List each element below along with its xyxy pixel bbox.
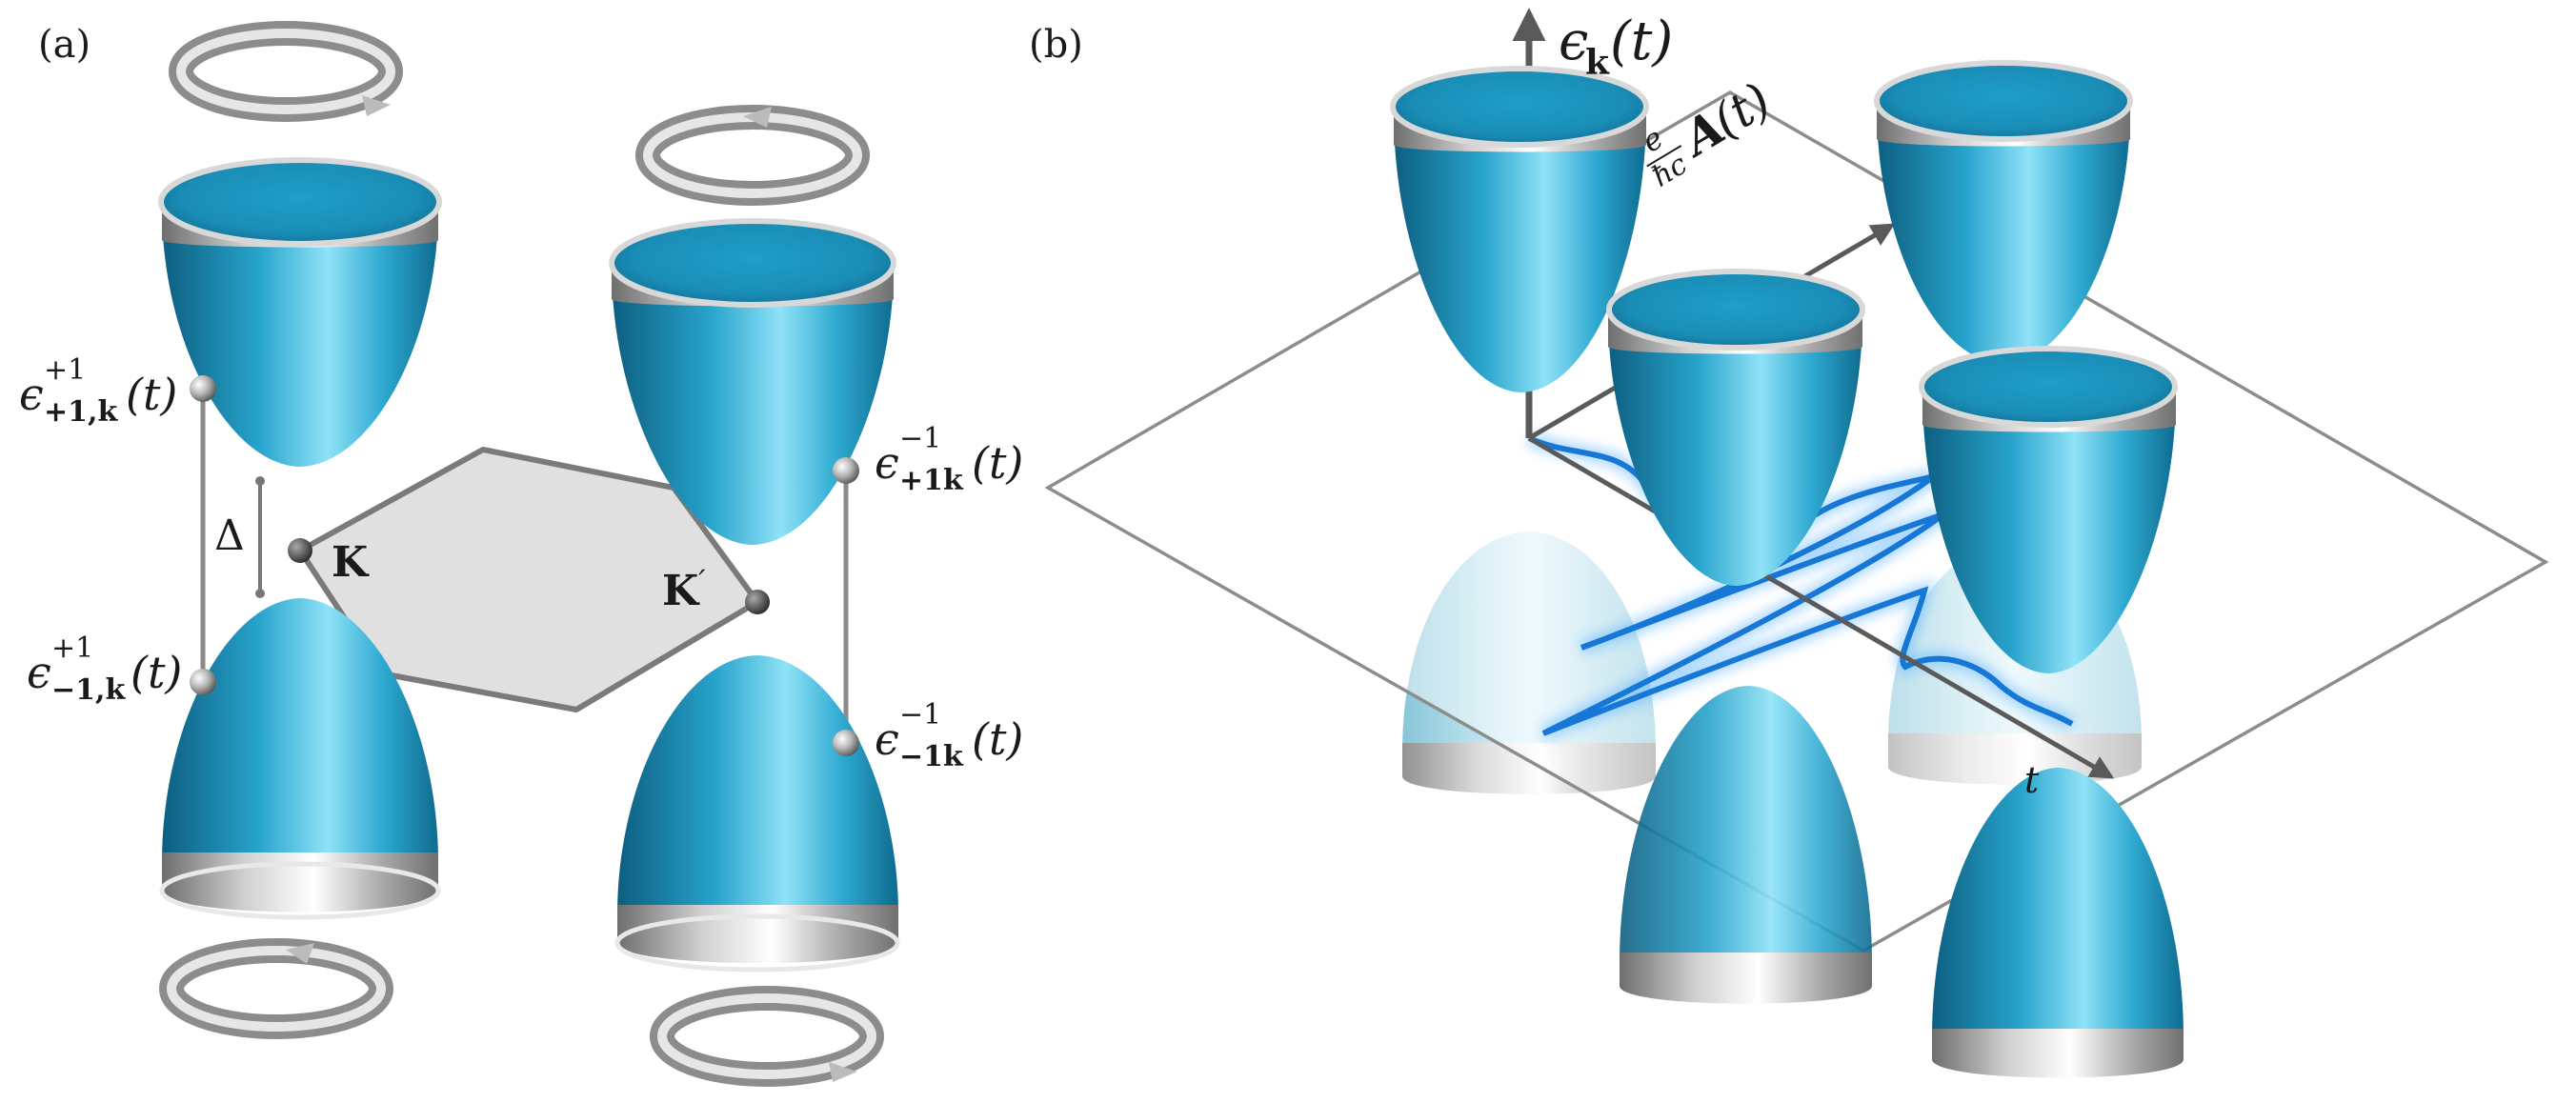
gap-label: Δ	[214, 511, 245, 560]
upper-cone-b-front-left	[1606, 269, 1865, 586]
level-label-lower-right: ϵ −1 −1k (t)	[875, 698, 1023, 773]
svg-text:(t): (t)	[126, 369, 177, 420]
panel-b-label: (b)	[1029, 23, 1083, 67]
upper-cone-K	[158, 157, 442, 467]
valley-K-label: K	[332, 538, 370, 587]
upper-cone-b-back-left	[1390, 66, 1649, 392]
energy-axis-label: ϵ k (t)	[1559, 10, 1673, 83]
svg-text:+1k: +1k	[899, 464, 964, 497]
level-ball-lower-right	[833, 730, 859, 756]
svg-text:(t): (t)	[972, 437, 1023, 489]
valley-Kprime-point	[745, 590, 770, 614]
svg-text:+1,k: +1,k	[44, 395, 118, 429]
rotation-ring-top-left-icon	[169, 21, 403, 122]
time-axis-arrow	[1527, 435, 2115, 779]
level-ball-upper-right	[833, 457, 859, 484]
svg-text:−1k: −1k	[899, 740, 964, 773]
lower-cone-K	[159, 598, 441, 920]
svg-text:ϵ: ϵ	[19, 369, 44, 420]
rotation-ring-bottom-right-icon	[650, 986, 884, 1087]
rotation-ring-top-right-icon	[635, 105, 870, 206]
level-ball-lower-left	[190, 669, 216, 695]
upper-cone-b-back-right	[1874, 60, 2133, 364]
lower-cone-b-front-right	[1932, 768, 2184, 1078]
level-label-lower-left: ϵ +1 −1,k (t)	[27, 632, 182, 707]
svg-text:(t): (t)	[131, 647, 182, 698]
level-label-upper-right: ϵ −1 +1k (t)	[875, 422, 1023, 497]
svg-text:ϵ: ϵ	[27, 647, 51, 698]
upper-cone-b-front-right	[1919, 346, 2178, 673]
svg-text:(t): (t)	[972, 713, 1023, 765]
upper-cone-Kprime	[609, 218, 896, 545]
svg-text:+1: +1	[44, 353, 86, 387]
level-label-upper-left: ϵ +1 +1,k (t)	[19, 353, 177, 429]
lower-cone-b-front-left	[1620, 686, 1872, 1004]
svg-text:−1: −1	[899, 698, 941, 732]
svg-text:ϵ: ϵ	[875, 713, 899, 765]
lower-cone-b-back-left	[1402, 531, 1656, 794]
valley-Kprime-label: K′	[662, 563, 706, 615]
rotation-ring-bottom-left-icon	[159, 938, 393, 1039]
svg-text:ϵ: ϵ	[875, 437, 899, 489]
level-ball-upper-left	[190, 375, 216, 402]
svg-text:k: k	[1585, 43, 1610, 83]
svg-text:(t): (t)	[1610, 10, 1673, 72]
svg-text:ϵ: ϵ	[1559, 10, 1588, 72]
panel-a-label: (a)	[38, 23, 91, 67]
svg-text:−1: −1	[899, 422, 941, 455]
svg-text:−1,k: −1,k	[51, 673, 126, 707]
lower-cone-Kprime	[614, 655, 900, 973]
gap-bracket	[255, 476, 265, 598]
valley-K-point	[288, 538, 312, 563]
svg-text:+1: +1	[51, 632, 93, 665]
time-axis-label: t	[2024, 759, 2040, 801]
